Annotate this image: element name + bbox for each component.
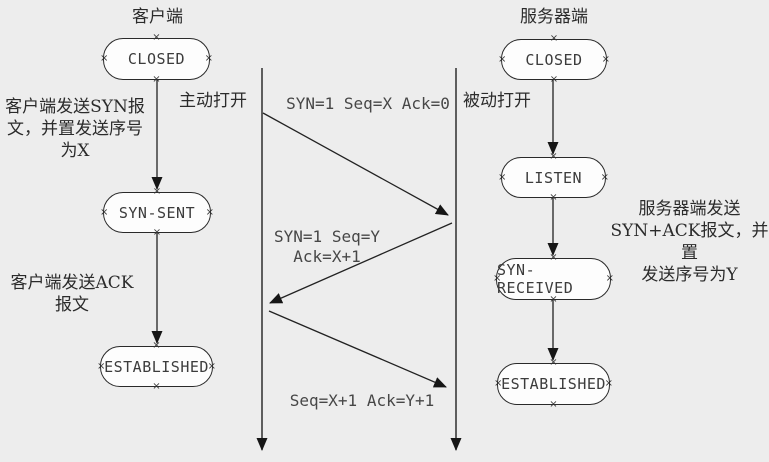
state-server-closed-label: CLOSED — [525, 50, 583, 69]
state-client-closed-label: CLOSED — [127, 50, 186, 68]
state-server-closed: CLOSED ×××× — [498, 34, 610, 85]
state-client-established: ESTABLISHED ×××× — [97, 341, 216, 392]
state-server-listen-label: LISTEN — [524, 168, 583, 187]
message-ack-arrow — [268, 310, 447, 388]
message-syn-label: SYN=1 Seq=X Ack=0 — [286, 94, 450, 113]
state-server-syn-received: SYN-RECEIVED ×××× — [493, 253, 614, 305]
state-client-syn-sent: SYN-SENT ×××× — [100, 187, 214, 238]
state-server-listen: LISTEN ×××× — [498, 152, 609, 203]
message-syn-arrow — [262, 112, 449, 216]
server-passive-open-label: 被动打开 — [463, 91, 531, 111]
message-ack-label: Seq=X+1 Ack=Y+1 — [289, 391, 435, 410]
server-synack-note: 服务器端发送 SYN+ACK报文，并置 发送序号为Y — [610, 199, 769, 285]
message-synack-label: SYN=1 Seq=Y Ack=X+1 — [274, 227, 380, 266]
message-synack-arrow — [269, 222, 453, 304]
client-syn-note: 客户端发送SYN报 文，并置发送序号 为X — [5, 97, 145, 161]
state-client-established-label: ESTABLISHED — [104, 357, 209, 376]
state-server-syn-received-label: SYN-RECEIVED — [497, 261, 574, 297]
state-client-syn-sent-label: SYN-SENT — [118, 203, 196, 222]
state-server-established: ESTABLISHED ×××× — [494, 358, 613, 410]
client-title: 客户端 — [132, 7, 183, 27]
state-server-established-label: ESTABLISHED — [501, 375, 606, 393]
client-active-open-label: 主动打开 — [179, 91, 247, 111]
client-ack-note: 客户端发送ACK 报文 — [10, 273, 134, 315]
server-title: 服务器端 — [520, 7, 588, 27]
state-client-closed: CLOSED ×××× — [100, 33, 213, 85]
